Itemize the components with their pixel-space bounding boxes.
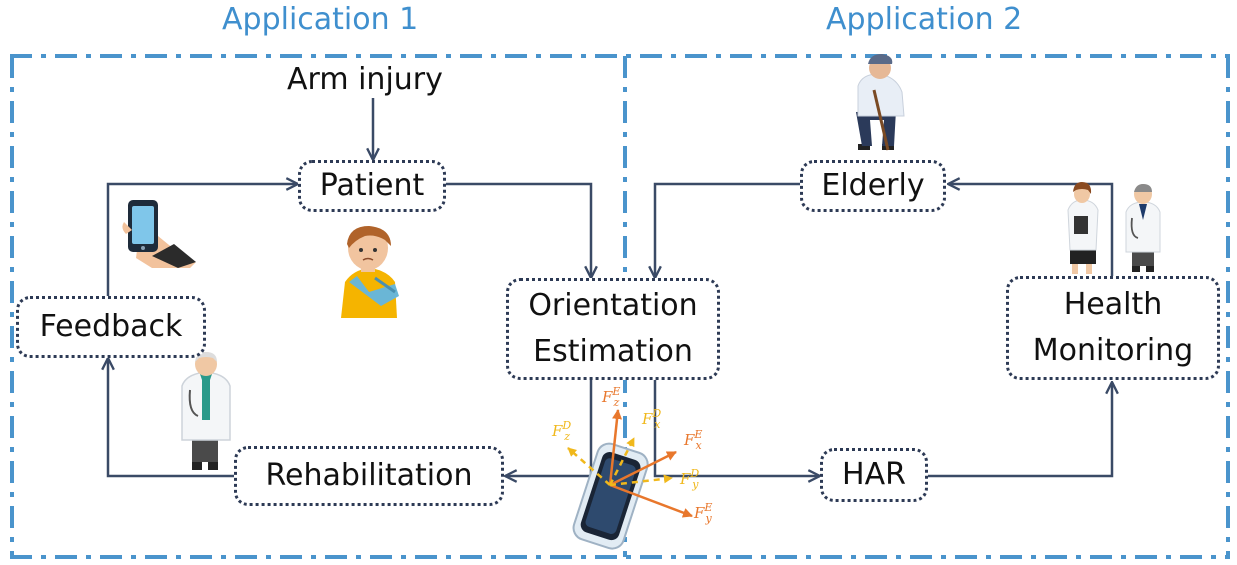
orientation-label-line1: Orientation bbox=[528, 288, 698, 323]
application-2-title: Application 2 bbox=[826, 2, 1023, 37]
health-label-line2: Monitoring bbox=[1032, 333, 1194, 368]
elderly-label: Elderly bbox=[821, 168, 925, 203]
arrow-patient-to-orientation bbox=[446, 182, 591, 278]
nurse-icon bbox=[1067, 182, 1099, 274]
elderly-node: Elderly bbox=[800, 160, 946, 212]
feedback-node: Feedback bbox=[16, 296, 206, 358]
earth-frame-axes bbox=[608, 409, 693, 518]
patient-label: Patient bbox=[319, 168, 425, 203]
arrow-feedback-to-patient bbox=[106, 184, 298, 296]
orientation-estimation-node: Orientation Estimation bbox=[506, 278, 720, 380]
feedback-label: Feedback bbox=[39, 309, 183, 344]
health-label-line1: Health bbox=[1063, 287, 1163, 322]
har-node: HAR bbox=[820, 448, 928, 502]
application-1-title: Application 1 bbox=[222, 2, 419, 37]
doctor-icon bbox=[1125, 184, 1161, 272]
rehabilitation-label: Rehabilitation bbox=[265, 458, 473, 493]
arrow-orientation-to-har bbox=[653, 380, 820, 476]
device-frame-axes bbox=[567, 437, 673, 487]
injured-patient-icon bbox=[341, 226, 399, 318]
doctor-icon bbox=[181, 352, 231, 470]
rehabilitation-node: Rehabilitation bbox=[234, 446, 504, 506]
patient-node: Patient bbox=[298, 160, 446, 212]
arrow-har-to-health bbox=[928, 382, 1112, 478]
orientation-label-line2: Estimation bbox=[533, 334, 693, 369]
phone-in-hand-icon bbox=[122, 200, 196, 268]
health-monitoring-node: Health Monitoring bbox=[1006, 276, 1220, 380]
arrow-health-to-elderly bbox=[948, 184, 1114, 276]
har-label: HAR bbox=[842, 457, 906, 492]
arrow-orientation-to-rehab bbox=[505, 380, 593, 476]
arrow-rehab-to-feedback bbox=[108, 358, 234, 478]
arrow-elderly-to-orientation bbox=[655, 182, 800, 278]
elderly-person-icon bbox=[856, 54, 905, 151]
arm-injury-label: Arm injury bbox=[287, 62, 443, 97]
